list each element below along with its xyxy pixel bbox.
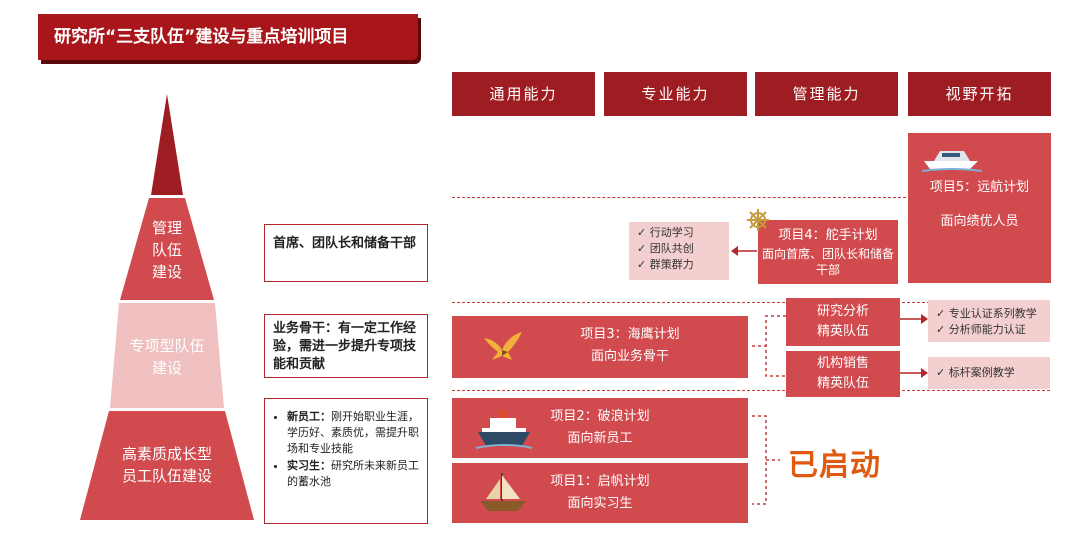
pyramid (80, 94, 254, 520)
method-item: ✓ 团队共创 (637, 242, 694, 255)
column-header-general: 通用能力 (452, 72, 595, 116)
separator-top (452, 197, 906, 198)
pyramid-management-tier (120, 198, 214, 300)
eagle-icon (484, 332, 522, 360)
yacht-icon (921, 151, 983, 172)
sailboat-icon (480, 473, 526, 511)
pyramid-label-specialist: 专项型队伍 建设 (129, 337, 205, 377)
management-audience-box: 首席、团队长和储备干部 (264, 224, 428, 282)
specialist-audience-box: 业务骨干：有一定工作经验，需进一步提升专项技能和贡献 (264, 314, 428, 378)
project-1-target: 面向实习生 (567, 496, 633, 511)
project-2-title: 项目2：破浪计划 (550, 409, 650, 424)
separator-bottom (452, 390, 1050, 391)
project-3-title: 项目3：海鹰计划 (580, 327, 680, 342)
column-header-management: 管理能力 (755, 72, 898, 116)
project-4-target: 面向首席、团队长和储备干部 (762, 247, 895, 277)
ship-icon (475, 410, 533, 449)
project-4-title: 项目4：舵手计划 (778, 228, 878, 243)
started-bracket (752, 415, 780, 505)
project-3-target: 面向业务骨干 (590, 349, 669, 364)
page-title: 研究所“三支队伍”建设与重点培训项目 (38, 14, 418, 60)
method-item: ✓ 群策群力 (637, 258, 694, 271)
method-item: ✓ 专业认证系列教学 (936, 307, 1037, 320)
project-4-box: 项目4：舵手计划 面向首席、团队长和储备干部 (758, 220, 898, 284)
method-item: ✓ 行动学习 (637, 226, 694, 239)
project-5-target: 面向绩优人员 (940, 214, 1019, 229)
project-1-box: 项目1：启帆计划 面向实习生 (452, 463, 748, 523)
separator-middle (452, 302, 1050, 303)
project-5-title: 项目5：远航计划 (929, 180, 1030, 195)
intern-item: 实习生：研究所未来新员工的蓄水池 (287, 458, 421, 490)
method-item: ✓ 标杆案例教学 (936, 366, 1015, 379)
newcomer-audience-box: 新员工：刚开始职业生涯，学历好、素质优，需提升职场和专业技能 实习生：研究所未来… (264, 398, 428, 524)
newcomer-item: 新员工：刚开始职业生涯，学历好、素质优，需提升职场和专业技能 (287, 409, 421, 457)
pyramid-base-tier (80, 411, 254, 520)
column-header-professional: 专业能力 (604, 72, 747, 116)
arrow-right-icon (900, 368, 928, 378)
started-label: 已启动 (788, 448, 881, 483)
research-team-box: 研究分析 精英队伍 (786, 298, 900, 346)
sales-team-box: 机构销售 精英队伍 (786, 351, 900, 397)
ship-wheel-icon (747, 209, 769, 231)
project-4-methods: ✓ 行动学习 ✓ 团队共创 ✓ 群策群力 (629, 222, 729, 280)
project-3-box: 项目3：海鹰计划 面向业务骨干 (452, 316, 748, 378)
sales-methods: ✓ 标杆案例教学 (928, 357, 1050, 389)
project-5-box: 项目5：远航计划 面向绩优人员 (908, 133, 1051, 283)
arrow-left-icon (731, 246, 757, 256)
column-header-vision: 视野开拓 (908, 72, 1051, 116)
pyramid-tip (151, 94, 183, 195)
pyramid-specialist-tier (110, 303, 224, 408)
project-2-target: 面向新员工 (567, 431, 633, 446)
method-item: ✓ 分析师能力认证 (936, 323, 1026, 336)
project-1-title: 项目1：启帆计划 (550, 474, 650, 489)
research-methods: ✓ 专业认证系列教学 ✓ 分析师能力认证 (928, 300, 1050, 342)
arrow-right-icon (900, 314, 928, 324)
project-2-box: 项目2：破浪计划 面向新员工 (452, 398, 748, 458)
pyramid-label-base: 高素质成长型 员工队伍建设 (121, 445, 212, 485)
team-bracket (752, 315, 786, 377)
pyramid-label-management: 管理 队伍 建设 (151, 219, 182, 281)
